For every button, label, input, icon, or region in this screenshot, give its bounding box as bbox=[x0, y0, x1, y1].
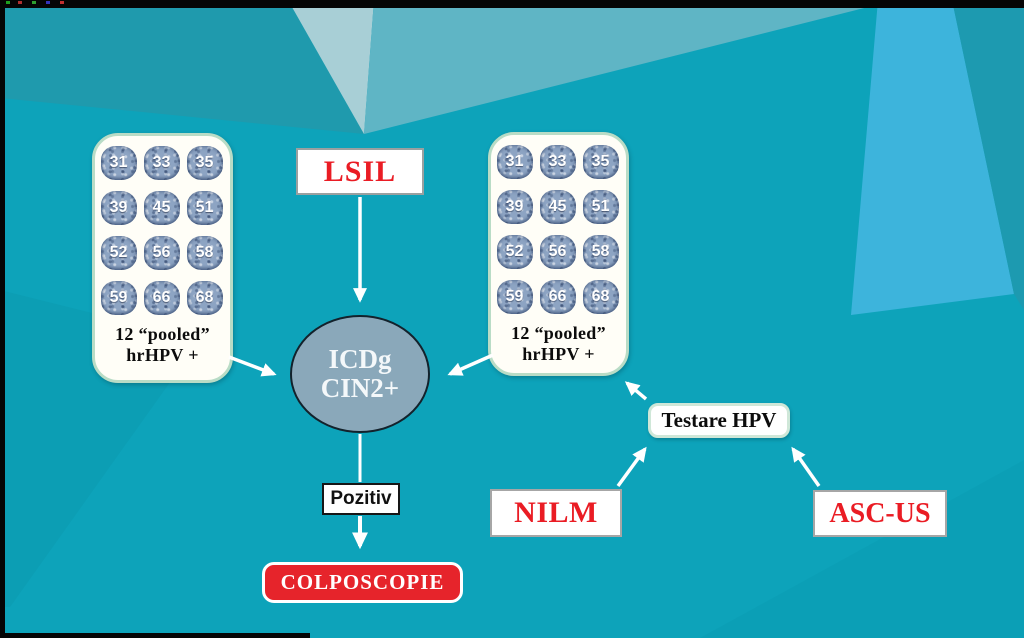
virus-blob: 35 bbox=[186, 146, 223, 180]
virus-blob: 56 bbox=[539, 235, 576, 269]
nilm-label-box: NILM bbox=[490, 489, 622, 537]
virus-blob: 59 bbox=[100, 281, 137, 315]
video-artifact-speck bbox=[18, 1, 22, 4]
panel-caption: 12 “pooled” hrHPV + bbox=[511, 323, 606, 365]
virus-blob: 59 bbox=[496, 280, 533, 314]
pozitiv-label-box: Pozitiv bbox=[322, 483, 400, 515]
top-black-bar bbox=[0, 0, 1024, 8]
panel-caption-line2: hrHPV + bbox=[126, 345, 199, 366]
video-artifact-speck bbox=[46, 1, 50, 4]
virus-blob: 52 bbox=[100, 236, 137, 270]
icd-line1: ICDg bbox=[328, 344, 392, 374]
video-artifact-speck bbox=[60, 1, 64, 4]
virus-blob: 58 bbox=[186, 236, 223, 270]
background-polygon-top-left bbox=[0, 0, 364, 134]
virus-blob: 35 bbox=[582, 145, 619, 179]
virus-blob: 45 bbox=[143, 191, 180, 225]
virus-blob: 45 bbox=[539, 190, 576, 224]
virus-blob: 51 bbox=[582, 190, 619, 224]
left-black-bar bbox=[0, 8, 5, 638]
background-polygon-top-right bbox=[952, 0, 1024, 310]
panel-caption: 12 “pooled” hrHPV + bbox=[115, 324, 210, 366]
virus-blob: 51 bbox=[186, 191, 223, 225]
icd-cin2-ellipse: ICDg CIN2+ bbox=[290, 315, 430, 433]
video-artifact-speck bbox=[32, 1, 36, 4]
virus-blob: 56 bbox=[143, 236, 180, 270]
virus-blob: 33 bbox=[143, 146, 180, 180]
virus-blob: 52 bbox=[496, 235, 533, 269]
lsil-label-box: LSIL bbox=[296, 148, 424, 195]
panel-caption-line2: hrHPV + bbox=[522, 344, 595, 365]
virus-blob: 31 bbox=[100, 146, 137, 180]
panel-caption-line1: 12 “pooled” bbox=[511, 323, 606, 343]
virus-blob-grid: 31 33 35 39 45 51 52 56 58 59 66 68 bbox=[496, 145, 621, 316]
background-polygon-medium-triangle bbox=[364, 0, 896, 134]
virus-blob: 33 bbox=[539, 145, 576, 179]
virus-blob: 39 bbox=[496, 190, 533, 224]
background-polygon-light-wedge bbox=[851, 0, 1014, 315]
icd-line2: CIN2+ bbox=[320, 373, 400, 403]
virus-blob: 58 bbox=[582, 235, 619, 269]
bottom-black-bar bbox=[0, 633, 310, 638]
virus-blob: 66 bbox=[143, 281, 180, 315]
video-artifact-speck bbox=[6, 1, 10, 4]
pooled-hpv-panel-right: 31 33 35 39 45 51 52 56 58 59 66 68 12 “… bbox=[488, 132, 629, 376]
pooled-hpv-panel-left: 31 33 35 39 45 51 52 56 58 59 66 68 12 “… bbox=[92, 133, 233, 383]
panel-caption-line1: 12 “pooled” bbox=[115, 324, 210, 344]
colposcopie-button: COLPOSCOPIE bbox=[262, 562, 463, 603]
virus-blob-grid: 31 33 35 39 45 51 52 56 58 59 66 68 bbox=[100, 146, 225, 317]
background-polygon-pale-triangle bbox=[288, 0, 374, 134]
virus-blob: 68 bbox=[186, 281, 223, 315]
virus-blob: 66 bbox=[539, 280, 576, 314]
virus-blob: 31 bbox=[496, 145, 533, 179]
virus-blob: 39 bbox=[100, 191, 137, 225]
virus-blob: 68 bbox=[582, 280, 619, 314]
testare-hpv-box: Testare HPV bbox=[648, 403, 790, 438]
ascus-label-box: ASC-US bbox=[813, 490, 947, 537]
